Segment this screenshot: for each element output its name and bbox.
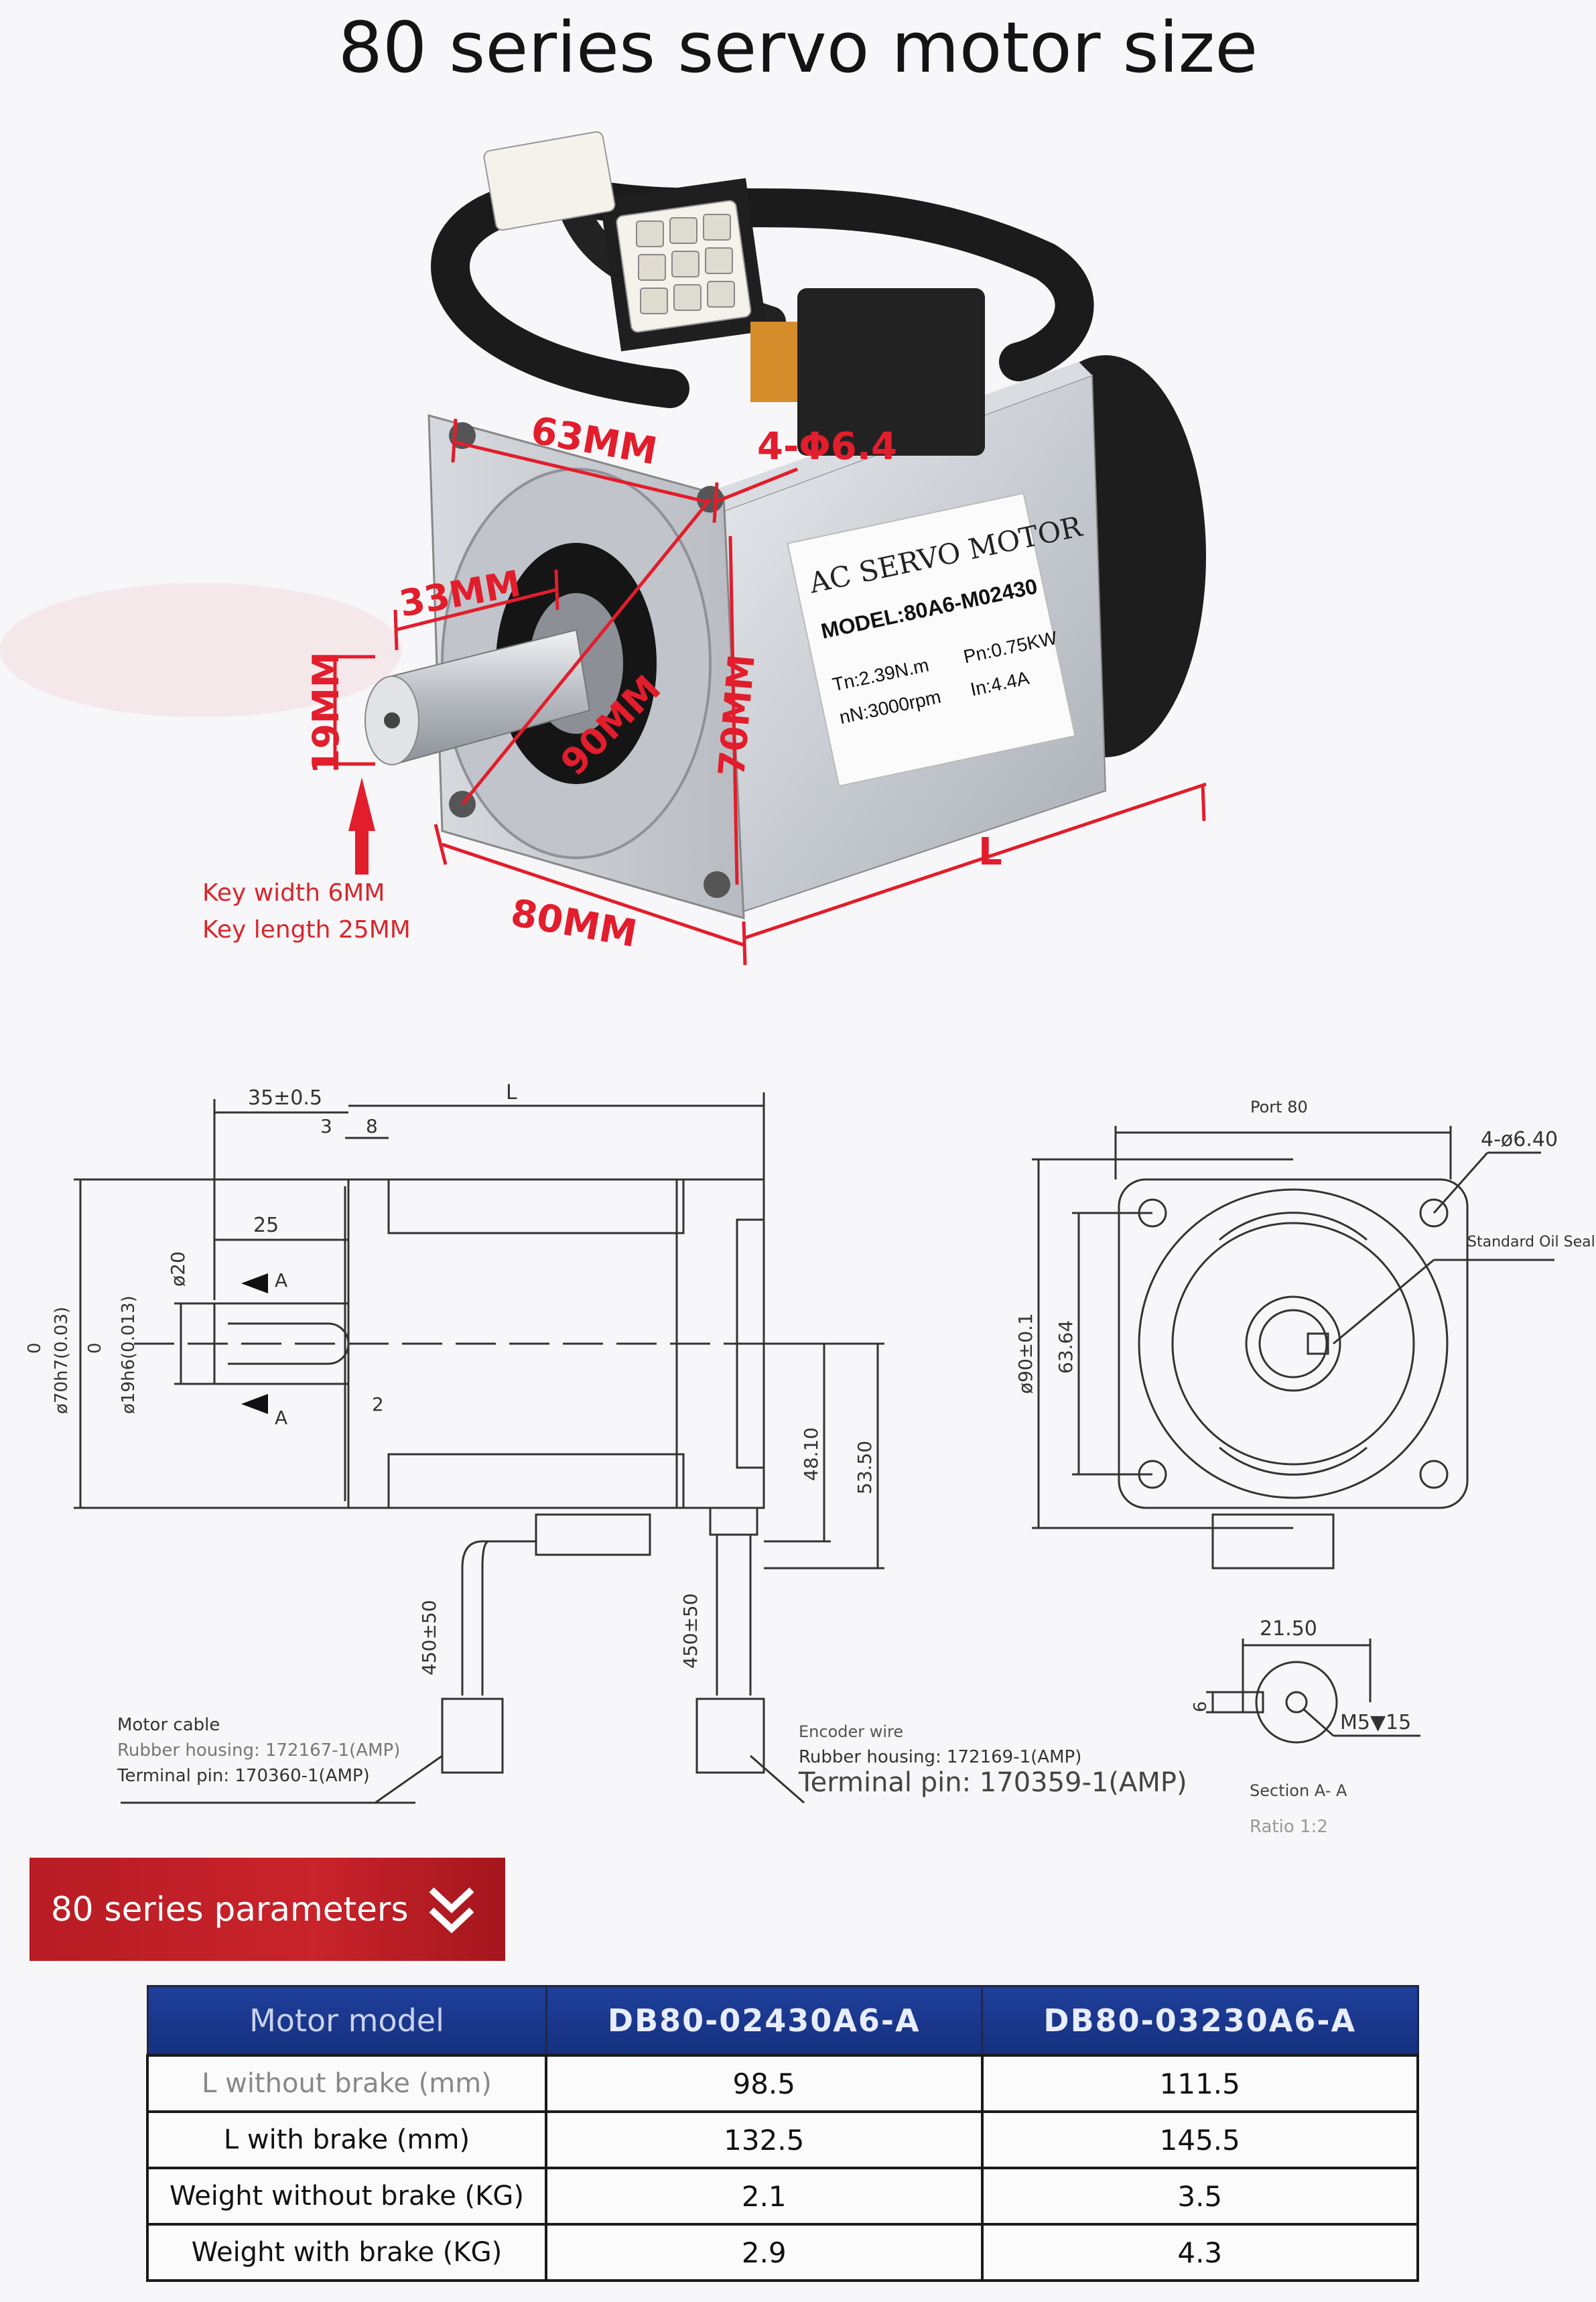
row-value: 111.5 xyxy=(980,2054,1419,2113)
key-width: Key width 6MM xyxy=(202,879,385,907)
dim-48-10: 48.10 xyxy=(800,1427,822,1481)
page-title: 80 series servo motor size xyxy=(338,7,1258,88)
dim-19-zero: 0 xyxy=(85,1342,105,1354)
table-row: L without brake (mm) 98.5 111.5 xyxy=(146,2054,1419,2113)
motor-cable-title: Motor cable xyxy=(117,1715,220,1735)
dim-8: 8 xyxy=(366,1115,378,1137)
standard-oil-seal: Standard Oil Seal xyxy=(1467,1234,1595,1251)
dim-body-length: L xyxy=(978,830,1002,874)
row-label: Weight with brake (KG) xyxy=(146,2223,547,2282)
key-length: Key length 25MM xyxy=(202,916,411,944)
dim-19: ø19h6(0.013) xyxy=(119,1295,139,1414)
key-note: Key width 6MM Key length 25MM xyxy=(202,875,411,948)
dim-35: 35±0.5 xyxy=(248,1086,322,1110)
table-row: L with brake (mm) 132.5 145.5 xyxy=(146,2110,1419,2169)
dim-90: ø90±0.1 xyxy=(1014,1313,1037,1394)
row-value: 4.3 xyxy=(980,2223,1419,2282)
dim-80mm: 80MM xyxy=(508,891,641,956)
row-label: L without brake (mm) xyxy=(146,2054,547,2113)
encoder-wire-caption: Encoder wire Rubber housing: 172169-1(AM… xyxy=(799,1719,1187,1798)
dim-side-l: L xyxy=(506,1081,517,1104)
row-value: 3.5 xyxy=(980,2167,1419,2226)
table-row: Weight without brake (KG) 2.1 3.5 xyxy=(146,2167,1419,2226)
motor-photo: AC SERVO MOTOR MODEL:80A6-M02430 Tn:2.39… xyxy=(0,131,1207,966)
banner-title: 80 series parameters xyxy=(51,1890,409,1929)
dim-450-a: 450±50 xyxy=(418,1600,440,1675)
row-value: 2.9 xyxy=(545,2223,984,2282)
dim-3: 3 xyxy=(320,1115,332,1137)
dim-53-50: 53.50 xyxy=(854,1441,876,1494)
dim-mount-holes: 4-Φ6.4 xyxy=(757,425,897,468)
encoder-wire-housing: Rubber housing: 172169-1(AMP) xyxy=(799,1747,1082,1767)
row-value: 145.5 xyxy=(980,2110,1419,2169)
dim-19mm: 19MM xyxy=(305,651,347,774)
technical-drawing: 35±0.5 L 3 8 25 2 ø20 A A 0 ø70h7(0.03) … xyxy=(25,1081,1595,1804)
dim-2: 2 xyxy=(372,1393,384,1415)
motor-cable-housing: Rubber housing: 172167-1(AMP) xyxy=(117,1740,401,1761)
dim-70-zero: 0 xyxy=(25,1342,45,1354)
dim-21-50: 21.50 xyxy=(1260,1617,1317,1641)
dim-25: 25 xyxy=(253,1214,279,1237)
encoder-wire-pin: Terminal pin: 170359-1(AMP) xyxy=(799,1767,1187,1798)
dim-63-64: 63.64 xyxy=(1055,1320,1077,1374)
table-header-row: Motor model DB80-02430A6-A DB80-03230A6-… xyxy=(146,1985,1419,2057)
section-marker-a-bottom: A xyxy=(275,1407,287,1429)
parameters-table: Motor model DB80-02430A6-A DB80-03230A6-… xyxy=(146,1985,1419,2282)
dim-70: ø70h7(0.03) xyxy=(52,1307,72,1414)
motor-cable-pin: Terminal pin: 170360-1(AMP) xyxy=(117,1766,370,1786)
row-value: 132.5 xyxy=(545,2110,984,2169)
row-value: 98.5 xyxy=(545,2054,984,2113)
chevron-down-icon xyxy=(429,1887,474,1933)
table-row: Weight with brake (KG) 2.9 4.3 xyxy=(146,2223,1419,2282)
encoder-wire-title: Encoder wire xyxy=(799,1722,904,1741)
dim-front-holes: 4-ø6.40 xyxy=(1481,1128,1558,1151)
motor-cable-caption: Motor cable Rubber housing: 172167-1(AMP… xyxy=(117,1712,400,1789)
section-marker-a-top: A xyxy=(275,1269,287,1291)
row-label: Weight without brake (KG) xyxy=(146,2167,547,2226)
dim-m5: M5▼15 xyxy=(1340,1711,1411,1734)
section-caption: Section A- A Ratio 1:2 xyxy=(1250,1773,1347,1845)
header-model-1: DB80-02430A6-A xyxy=(545,1985,983,2057)
row-label: L with brake (mm) xyxy=(146,2110,547,2169)
header-model-2: DB80-03230A6-A xyxy=(981,1985,1419,2057)
section-title: Section A- A xyxy=(1250,1781,1347,1800)
header-motor-model: Motor model xyxy=(146,1985,547,2057)
dim-20: ø20 xyxy=(167,1251,189,1287)
dim-450-b: 450±50 xyxy=(679,1593,702,1669)
port-80: Port 80 xyxy=(1250,1098,1308,1116)
row-value: 2.1 xyxy=(545,2167,984,2226)
parameters-banner: 80 series parameters xyxy=(29,1858,505,1961)
section-ratio: Ratio 1:2 xyxy=(1250,1817,1328,1837)
dim-6: 6 xyxy=(1191,1701,1211,1712)
